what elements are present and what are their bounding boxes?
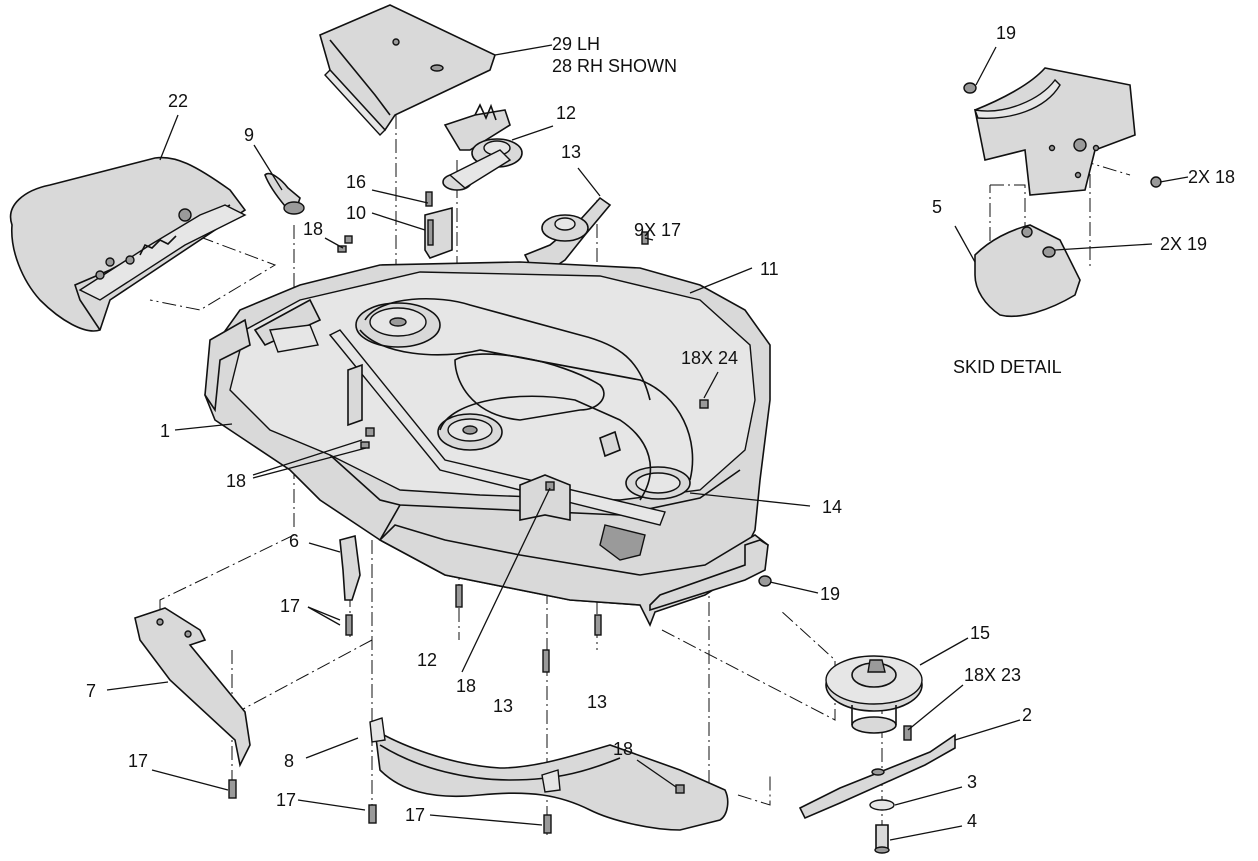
skid-detail-inset	[963, 67, 1162, 318]
belt-cover-28-29	[319, 4, 496, 137]
callout-15: 15	[970, 623, 991, 643]
callout-2x18: 2X 18	[1188, 167, 1236, 187]
blade-bolt-4	[874, 824, 890, 854]
callout-19-top: 19	[996, 23, 1017, 43]
bracket-10	[424, 206, 453, 259]
callout-17-bottom-center: 17	[276, 790, 297, 810]
callout-7: 7	[86, 681, 97, 701]
callout-18x23: 18X 23	[964, 665, 1022, 685]
callout-28: 28 RH SHOWN	[552, 56, 678, 76]
callout-13-top: 13	[561, 142, 582, 162]
height-knob-9	[264, 172, 305, 215]
callout-13-bottom-a: 13	[493, 696, 514, 716]
callout-19-right: 19	[820, 584, 841, 604]
bracket-6	[339, 534, 361, 601]
baffle-8	[369, 717, 729, 831]
callout-6: 6	[289, 531, 300, 551]
idler-arm-12	[442, 103, 523, 191]
callout-18-top: 18	[303, 219, 324, 239]
blade-2	[798, 733, 956, 820]
callout-22: 22	[168, 91, 189, 111]
callout-17-bottom-left: 17	[128, 751, 149, 771]
callout-16: 16	[346, 172, 367, 192]
side-bracket-7	[134, 607, 251, 768]
callout-14: 14	[822, 497, 843, 517]
callout-10: 10	[346, 203, 367, 223]
idler-bracket-13	[523, 196, 612, 271]
callout-11: 11	[760, 259, 779, 279]
callout-17-bottom-mid: 17	[405, 805, 426, 825]
callout-leader-lines	[106, 44, 1189, 841]
washer-3	[869, 799, 895, 811]
callout-18-center: 18	[456, 676, 477, 696]
callout-2: 2	[1022, 705, 1033, 725]
callout-4: 4	[967, 811, 978, 831]
spindle-15	[825, 655, 923, 734]
callout-13-bottom-b: 13	[587, 692, 608, 712]
callout-18x24: 18X 24	[681, 348, 739, 368]
callout-12-top: 12	[556, 103, 577, 123]
callout-12-bottom: 12	[417, 650, 438, 670]
callout-29: 29 LH	[552, 34, 601, 54]
skid-detail-title: SKID DETAIL	[953, 357, 1062, 377]
callout-17-left: 17	[280, 596, 301, 616]
callout-8: 8	[284, 751, 295, 771]
callout-9: 9	[244, 125, 255, 145]
callout-18-bottom: 18	[613, 739, 634, 759]
callout-3: 3	[967, 772, 978, 792]
callout-2x19: 2X 19	[1160, 234, 1208, 254]
callout-1: 1	[160, 421, 171, 441]
callout-18-left: 18	[226, 471, 247, 491]
mower-deck-1	[204, 261, 772, 627]
discharge-deflector-22	[9, 156, 247, 332]
callout-5: 5	[932, 197, 943, 217]
callout-9x17: 9X 17	[634, 220, 682, 240]
